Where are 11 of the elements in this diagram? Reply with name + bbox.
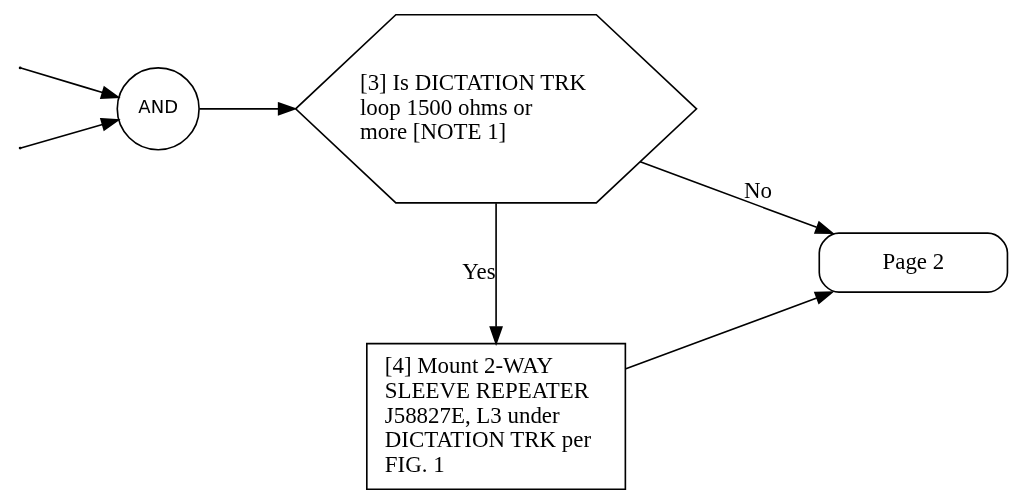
node-circle: AND bbox=[115, 67, 200, 151]
arrow bbox=[638, 160, 835, 235]
node-box: [4] Mount 2-WAY SLEEVE REPEATER J58827E, L3 under DICTATION TRK per FIG. 1 bbox=[365, 342, 626, 491]
arrow bbox=[624, 291, 835, 370]
arrow bbox=[198, 101, 297, 116]
edge-label: Yes bbox=[461, 259, 496, 285]
arrow bbox=[488, 202, 503, 347]
arrow bbox=[19, 67, 121, 99]
edge-label: No bbox=[743, 177, 772, 203]
node-box: Page 2 bbox=[817, 232, 1008, 293]
arrow bbox=[19, 118, 121, 149]
